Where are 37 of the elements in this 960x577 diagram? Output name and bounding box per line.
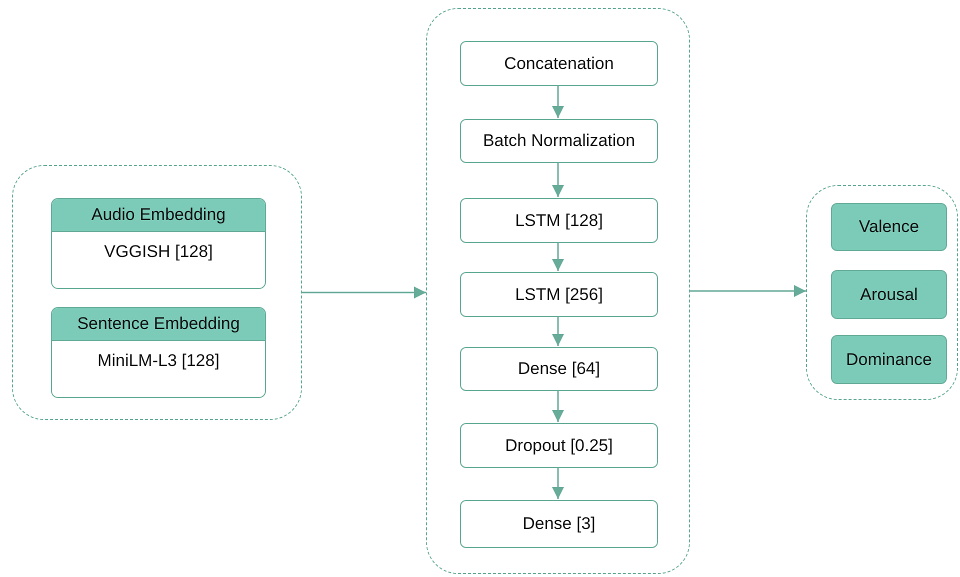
layer-box	[460, 198, 658, 243]
box-label: Concatenation	[504, 54, 614, 74]
card-header: Audio Embedding	[52, 199, 265, 232]
box-label: Dominance	[846, 350, 932, 370]
card-text: MiniLM-L3 [128]	[96, 351, 220, 371]
layer-box	[460, 347, 658, 391]
layer-box	[460, 272, 658, 317]
box-label: Dense [3]	[522, 514, 596, 534]
layer-box	[460, 423, 658, 468]
group-container	[12, 165, 302, 420]
arrow	[552, 85, 564, 118]
arrow	[552, 316, 564, 346]
arrow	[690, 285, 806, 297]
arrow	[552, 390, 564, 422]
output-box	[831, 335, 947, 384]
arrow	[552, 162, 564, 197]
group-container	[806, 185, 958, 400]
card-text: VGGISH [128]	[103, 242, 214, 262]
embedding-card	[51, 307, 266, 398]
group-container	[426, 8, 690, 574]
layer-box	[460, 41, 658, 86]
box-label: Arousal	[860, 284, 918, 304]
output-box	[831, 203, 947, 251]
box-label: Dense [64]	[518, 359, 600, 379]
layer-box	[460, 119, 658, 163]
embedding-card	[51, 198, 266, 289]
layer-box	[460, 500, 658, 548]
output-box	[831, 270, 947, 319]
box-label: Valence	[858, 217, 920, 237]
box-label: LSTM [256]	[515, 284, 603, 304]
box-label: Dropout [0.25]	[505, 436, 613, 456]
card-header: Sentence Embedding	[52, 308, 265, 341]
box-label: LSTM [128]	[515, 210, 603, 230]
arrow	[552, 242, 564, 271]
arrow	[552, 467, 564, 499]
box-label: Batch Normalization	[482, 131, 636, 151]
arrow	[302, 286, 426, 298]
